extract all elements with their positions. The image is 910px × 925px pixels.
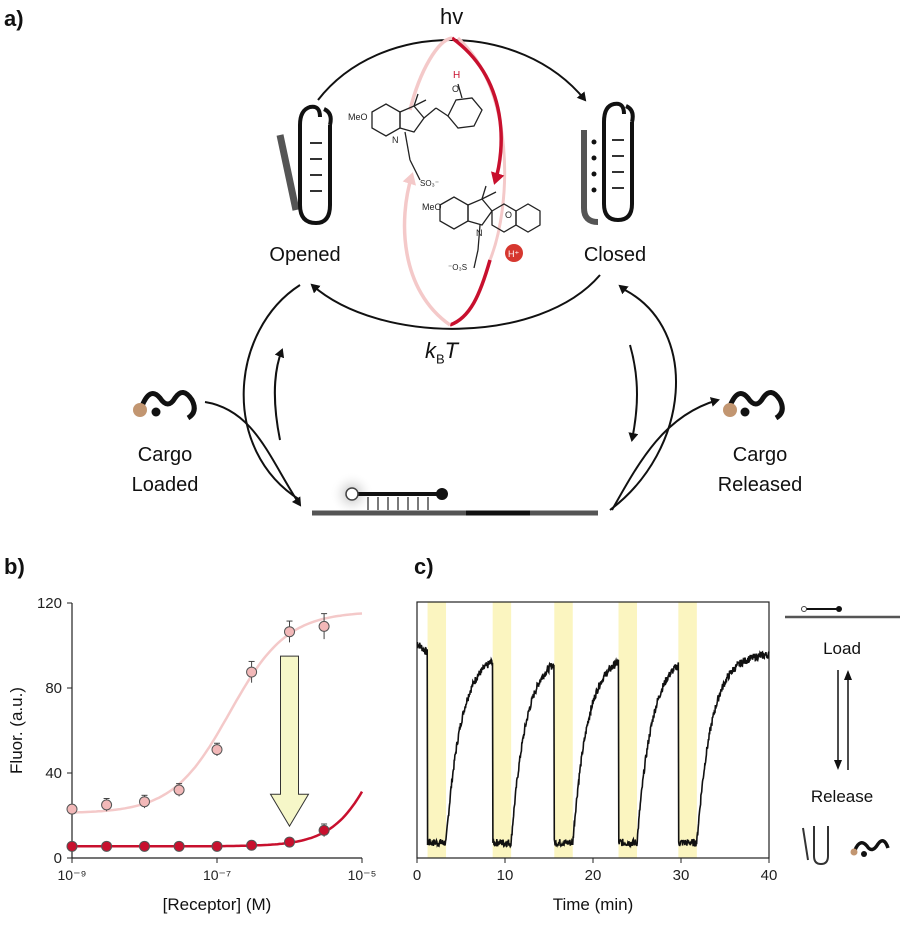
- illumination-band: [427, 602, 447, 858]
- plot-frame: [416, 601, 770, 859]
- panel-label-c: c): [414, 554, 434, 579]
- data-point: [318, 824, 330, 836]
- thermal-label: kBT: [425, 338, 459, 367]
- legend-arrow-down-head: [834, 760, 842, 770]
- chem-h-plus: H⁺: [508, 249, 519, 259]
- chem-ring-o: O: [505, 210, 512, 220]
- y-tick-label: 80: [45, 680, 62, 697]
- binding-curve-chart: 0 40 80 120 10⁻⁹ 10⁻⁷ 10⁻⁵ [Receptor] (M) Fluor.…: [7, 595, 377, 914]
- arrow-complex-to-released: [611, 397, 720, 511]
- opened-pipette: [276, 104, 333, 226]
- chem-oh-o: O: [452, 84, 459, 94]
- y-axis-title: Fluor. (a.u.): [7, 687, 26, 774]
- chem-meo-bottom: MeO: [422, 202, 442, 212]
- cargo-loaded-molecule: [133, 390, 197, 421]
- data-point: [173, 840, 185, 852]
- data-point: [66, 840, 78, 852]
- y-tick-label: 40: [45, 765, 62, 782]
- legend-duplex-open-end: [801, 606, 807, 612]
- data-point: [318, 620, 330, 632]
- chem-meo-top: MeO: [348, 112, 368, 122]
- spiropyran-structure: [439, 185, 541, 269]
- x-tick-label: 10: [497, 867, 514, 884]
- arrow-cargo-to-complex: [204, 401, 302, 507]
- legend-cargo-chain: [853, 839, 890, 852]
- data-point: [101, 840, 113, 852]
- arrow-down-right: [628, 344, 639, 442]
- panel-label-a: a): [4, 6, 24, 31]
- fit-curve: [71, 612, 363, 814]
- chem-so3-bottom: ⁻O₃S: [448, 263, 467, 272]
- illumination-band: [554, 602, 573, 858]
- arc-bottom-arrow: [310, 274, 601, 330]
- scheme-diagram: MeO N SO₃⁻ H O MeO N O ⁻O₃S H⁺: [133, 36, 785, 516]
- arc-top-arrow: [317, 39, 587, 102]
- arrow-opened-down: [242, 284, 301, 501]
- data-point: [246, 666, 258, 678]
- load-label: Load: [823, 639, 861, 658]
- decrease-arrow: [269, 655, 310, 828]
- data-point: [284, 626, 295, 638]
- pink-reverse-arrow: [402, 172, 452, 327]
- data-point: [284, 836, 295, 848]
- chem-so3-top: SO₃⁻: [420, 179, 439, 188]
- data-point: [101, 799, 113, 811]
- release-label: Release: [811, 787, 873, 806]
- chem-n-bottom: N: [476, 228, 483, 238]
- dna-complex: [312, 472, 598, 516]
- merocyanine-structure: [371, 83, 483, 181]
- x-axis-title: [Receptor] (M): [163, 895, 272, 914]
- cargo-released-molecule: [723, 390, 785, 421]
- fluorescence-trace: [416, 641, 770, 849]
- arrow-closed-loop: [609, 289, 677, 511]
- arrow-up-left: [273, 348, 285, 441]
- chem-oh-h: H: [453, 70, 460, 81]
- data-point: [211, 840, 223, 852]
- illumination-band: [618, 602, 637, 858]
- data-point: [246, 839, 258, 851]
- x-tick-label: 30: [673, 867, 690, 884]
- light-label: hv: [440, 4, 464, 29]
- chem-n-plus: N: [392, 135, 399, 145]
- x-tick-label: 20: [585, 867, 602, 884]
- closed-label: Closed: [583, 244, 647, 266]
- x-tick-label: 10⁻⁹: [58, 867, 87, 883]
- illumination-band: [678, 602, 697, 858]
- x-tick-label: 10⁻⁷: [203, 867, 231, 883]
- illumination-band: [492, 602, 512, 858]
- data-point: [139, 796, 150, 808]
- data-point: [66, 803, 78, 815]
- data-point: [211, 744, 223, 756]
- x-tick-label: 40: [761, 867, 778, 884]
- y-tick-label: 120: [37, 595, 62, 612]
- legend-cargo-dot: [861, 851, 867, 857]
- legend-cargo-bead: [850, 848, 858, 856]
- opened-label: Opened: [269, 244, 341, 266]
- data-point: [139, 840, 150, 852]
- x-tick-label: 10⁻⁵: [348, 867, 377, 883]
- proton-sphere: [505, 244, 523, 262]
- y-tick-label: 0: [54, 850, 62, 867]
- x-axis-title: Time (min): [553, 895, 634, 914]
- closed-pipette: [581, 101, 635, 225]
- legend-arrow-up-head: [844, 670, 852, 680]
- data-point: [173, 784, 185, 796]
- x-tick-label: 0: [413, 867, 421, 884]
- panel-label-b: b): [4, 554, 25, 579]
- legend-opened-hairpin: [802, 826, 829, 866]
- legend-duplex-filled-end: [836, 606, 842, 612]
- fit-curve: [72, 790, 364, 848]
